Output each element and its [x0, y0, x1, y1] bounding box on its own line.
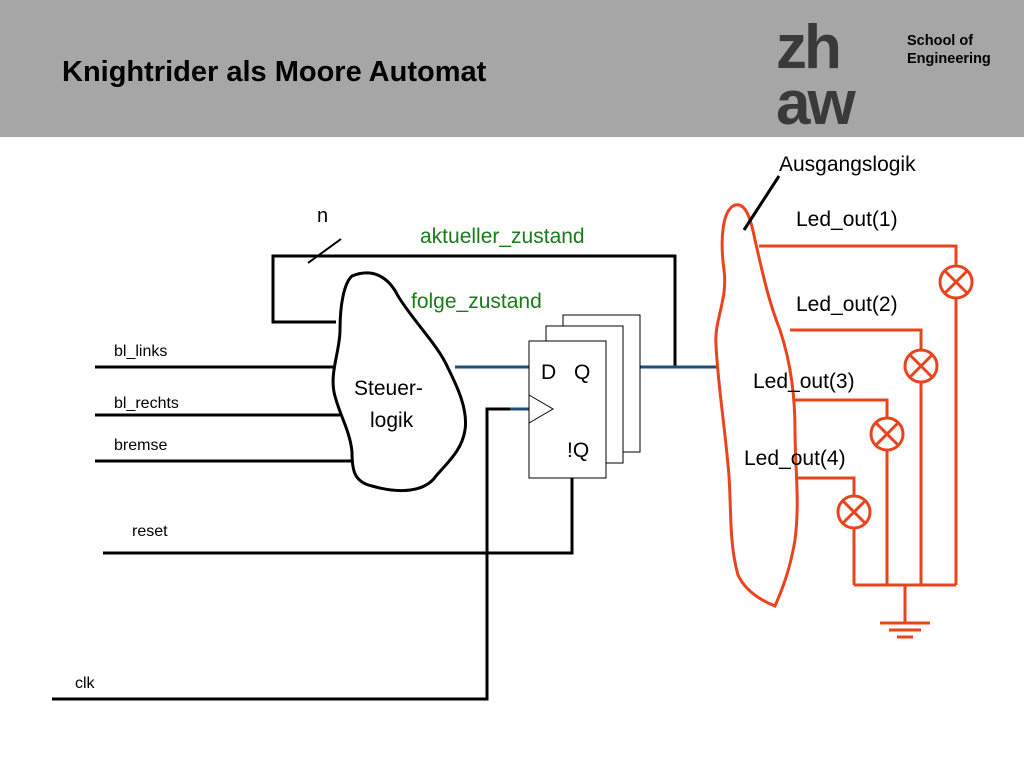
output-label-led-1: Led_out(1): [796, 208, 898, 231]
control-logic-block: [331, 271, 468, 493]
next-state-signal-label: folge_zustand: [411, 290, 542, 313]
input-label-clk: clk: [75, 675, 96, 692]
flip-flop-qn-label: !Q: [567, 439, 589, 462]
flip-flop-clock-triangle: [528, 394, 554, 424]
output-label-led-4: Led_out(4): [744, 447, 846, 470]
feedback-wire: [271, 254, 677, 367]
bus-width-slash: [307, 238, 342, 264]
led-wires: [759, 244, 958, 639]
lamp-led-4: [836, 494, 872, 530]
school-label: School of Engineering: [907, 32, 991, 68]
lamp-led-3: [869, 416, 905, 452]
school-line-2: Engineering: [907, 51, 991, 67]
control-logic-label-2: logik: [370, 409, 414, 432]
control-logic-label-1: Steuer-: [354, 377, 423, 400]
input-label-bremse: bremse: [114, 437, 167, 454]
lamp-led-2: [903, 348, 939, 384]
wire-led-3: [795, 398, 889, 418]
lamp-led-1: [938, 264, 974, 300]
flip-flop: [528, 340, 607, 479]
input-label-reset: reset: [132, 523, 168, 540]
wire-reset: [103, 478, 574, 555]
header-bar: [0, 0, 1024, 137]
wire-clk: [52, 407, 529, 701]
output-logic-pointer: [742, 175, 781, 231]
output-logic-block: [714, 203, 799, 608]
school-line-1: School of: [907, 33, 974, 49]
svg-text:zh: zh: [776, 13, 839, 82]
input-label-bl-rechts: bl_rechts: [114, 395, 179, 412]
bus-width-label: n: [317, 205, 328, 227]
wire-led-4: [795, 476, 856, 496]
state-signal-label: aktueller_zustand: [420, 225, 585, 248]
output-label-led-2: Led_out(2): [796, 293, 898, 316]
wire-led-2: [790, 328, 923, 350]
svg-text:aw: aw: [776, 69, 856, 130]
slide-title: Knightrider als Moore Automat: [62, 56, 487, 88]
output-label-led-3: Led_out(3): [753, 370, 855, 393]
output-logic-label: Ausgangslogik: [779, 153, 916, 176]
wire-led-1: [759, 244, 958, 266]
input-label-bl-links: bl_links: [114, 343, 167, 360]
flip-flop-q-label: Q: [574, 361, 590, 384]
flip-flop-d-label: D: [541, 361, 556, 384]
